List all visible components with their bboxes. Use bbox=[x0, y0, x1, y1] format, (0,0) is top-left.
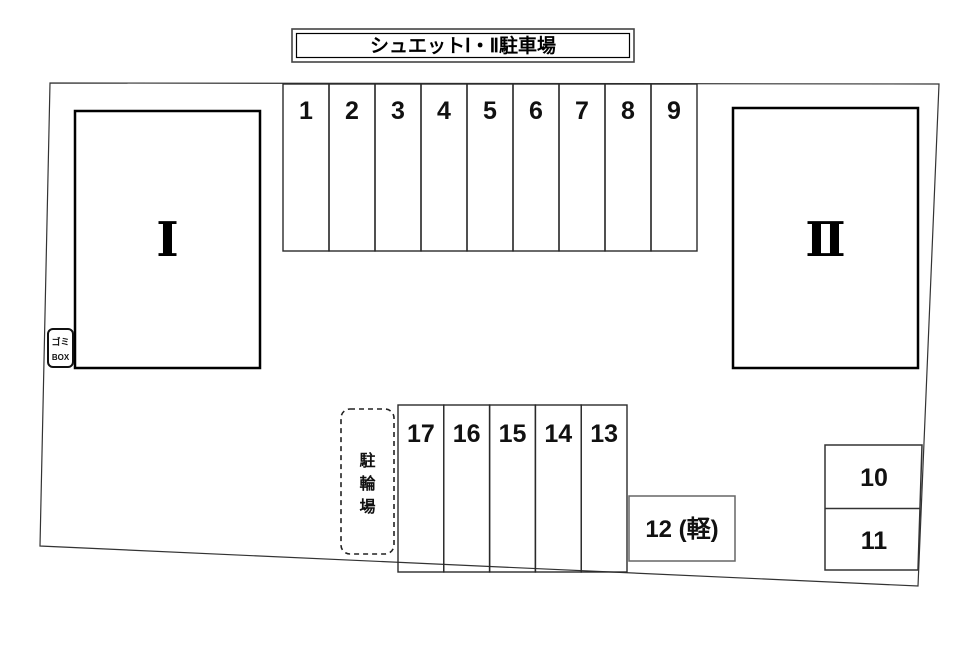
parking-spot-label-4: 4 bbox=[437, 97, 451, 125]
parking-spot-label-11: 11 bbox=[861, 527, 888, 555]
parking-spot-label-12: 12 (軽) bbox=[645, 516, 718, 543]
building-1-outline bbox=[73, 109, 262, 370]
spots-right-column: 10 11 bbox=[824, 444, 923, 571]
trash-box-label-line1: ゴミ bbox=[51, 336, 69, 347]
parking-spot-9 bbox=[650, 83, 698, 252]
title-box-inner-border bbox=[295, 32, 631, 59]
building-1: Ⅰ bbox=[73, 109, 262, 370]
bicycle-parking-label: 駐輪場 bbox=[359, 451, 376, 516]
bicycle-parking-label-char: 輪 bbox=[359, 474, 376, 493]
building-2: Ⅱ bbox=[731, 106, 920, 370]
spots-bottom-row: 17 16 15 14 13 bbox=[397, 404, 628, 573]
bicycle-parking-label-char: 場 bbox=[359, 498, 375, 516]
page-title: シュエットⅠ・Ⅱ駐車場 bbox=[370, 34, 556, 57]
parking-spot-label-1: 1 bbox=[299, 97, 313, 125]
parking-spot-10-11-outline bbox=[824, 444, 923, 571]
spot-12-kei: 12 (軽) bbox=[628, 495, 736, 562]
building-1-label: Ⅰ bbox=[156, 212, 178, 268]
bicycle-parking: 駐輪場 bbox=[340, 408, 395, 555]
parking-spot-12-outline bbox=[628, 495, 736, 562]
parking-spot-label-15: 15 bbox=[499, 420, 527, 448]
parking-spot-label-16: 16 bbox=[453, 420, 481, 448]
spots-top-row: 1 2 3 4 5 6 7 8 9 bbox=[282, 83, 698, 252]
title-box-outer-border bbox=[291, 28, 635, 63]
trash-box-outline bbox=[47, 328, 74, 368]
building-2-outline bbox=[731, 106, 920, 370]
parking-spot-label-3: 3 bbox=[391, 97, 405, 125]
parking-spot-label-2: 2 bbox=[345, 97, 359, 125]
parking-spot-label-7: 7 bbox=[575, 97, 589, 125]
parking-spot-13 bbox=[580, 404, 628, 573]
parking-spot-label-13: 13 bbox=[590, 420, 618, 448]
trash-box: ゴミ BOX bbox=[47, 328, 74, 368]
bicycle-parking-outline bbox=[340, 408, 395, 555]
title-box: シュエットⅠ・Ⅱ駐車場 bbox=[291, 28, 635, 63]
parking-spot-label-10: 10 bbox=[860, 464, 888, 492]
trash-box-label-line2: BOX bbox=[52, 353, 70, 362]
building-2-label: Ⅱ bbox=[805, 212, 845, 268]
parking-spot-label-17: 17 bbox=[407, 420, 435, 448]
parking-spot-label-14: 14 bbox=[544, 420, 572, 448]
bicycle-parking-label-char: 駐 bbox=[359, 451, 375, 470]
parking-spot-label-8: 8 bbox=[621, 97, 635, 125]
parking-spot-label-6: 6 bbox=[529, 97, 543, 125]
parking-spot-label-5: 5 bbox=[483, 97, 497, 125]
parking-spot-label-9: 9 bbox=[667, 97, 681, 125]
